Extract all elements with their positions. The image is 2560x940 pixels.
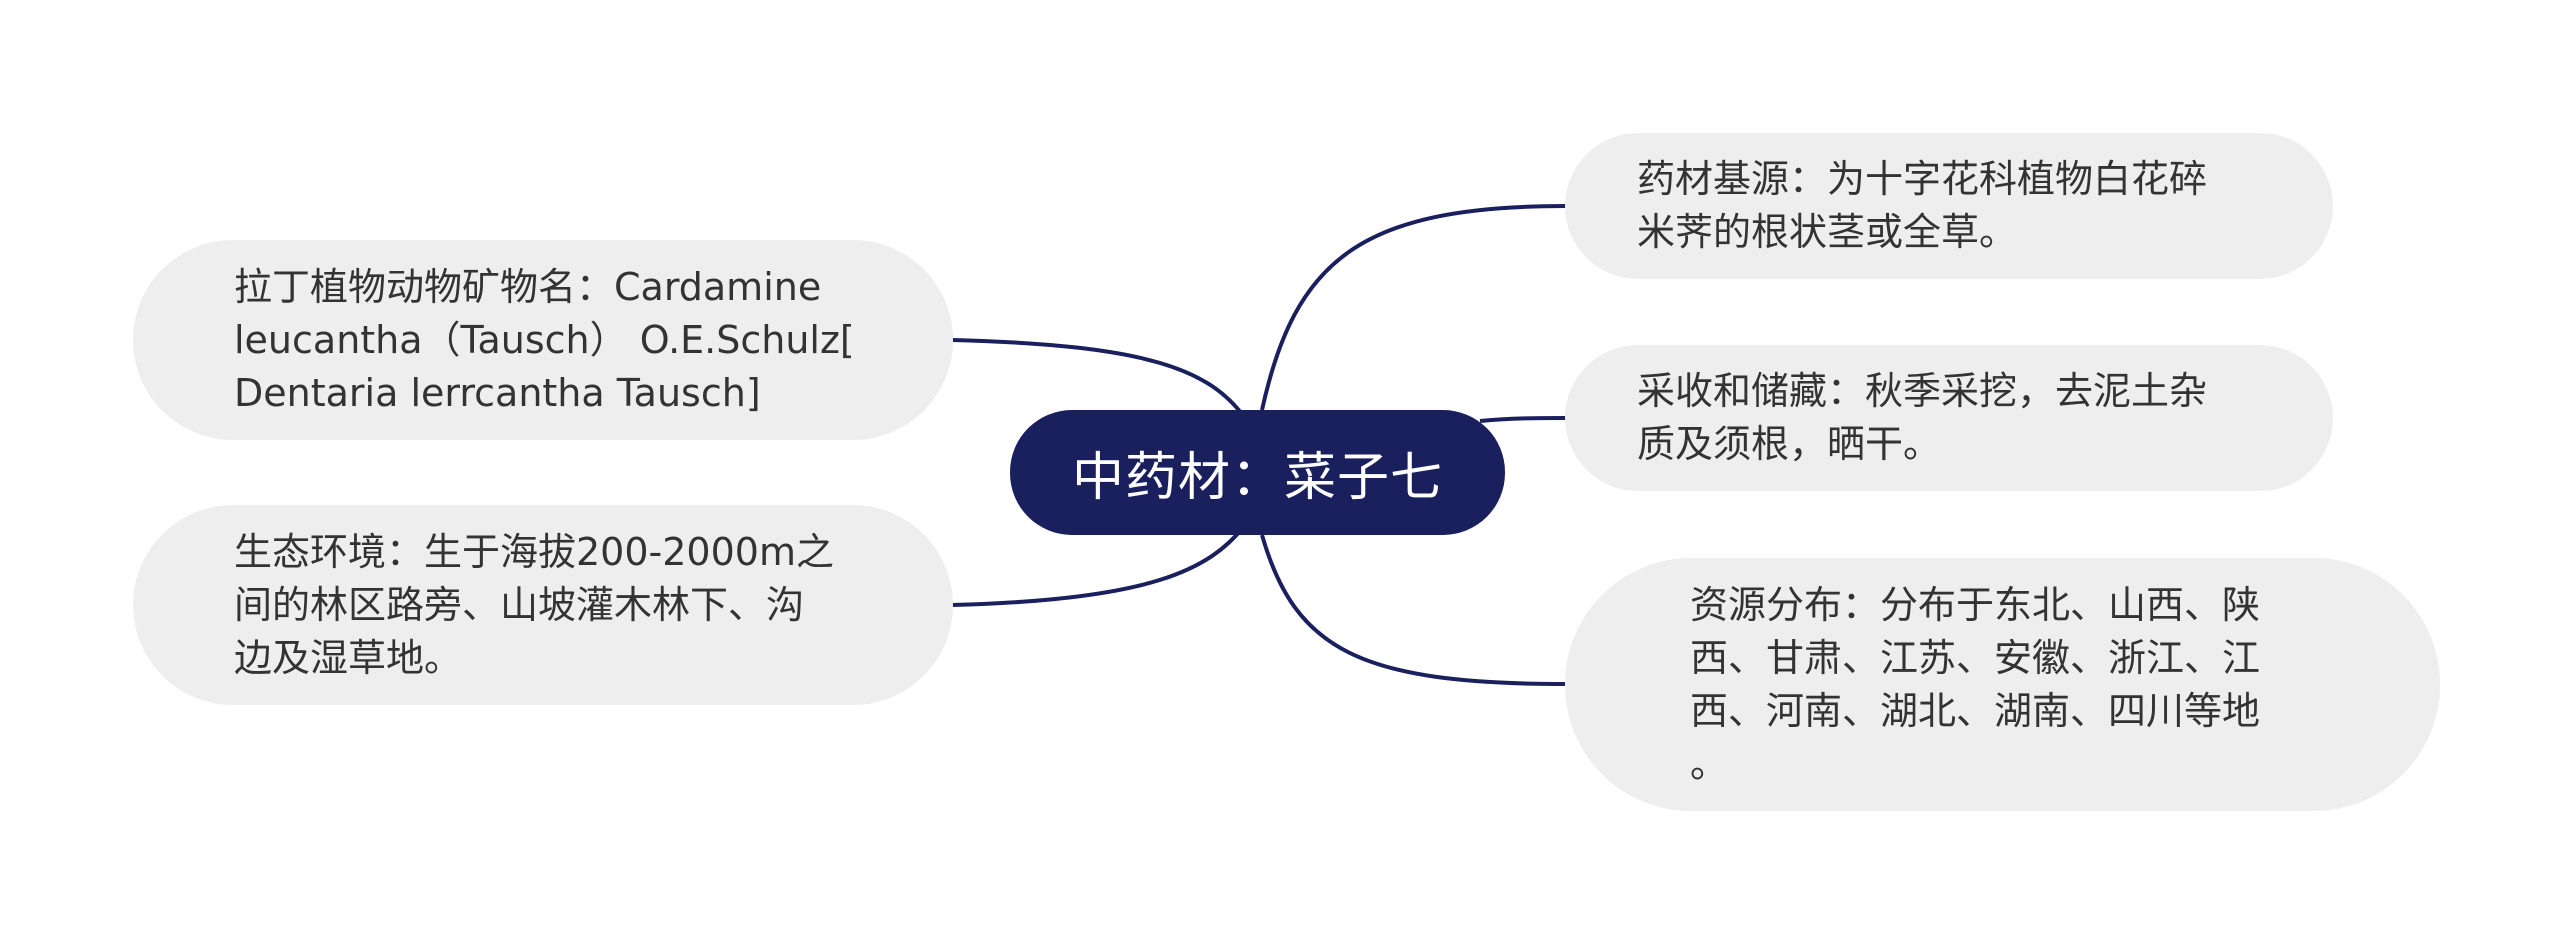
node-harvest-text: 采收和储藏：秋季采挖，去泥土杂 质及须根，晒干。 <box>1637 369 2208 466</box>
central-topic-label: 中药材：菜子七 <box>1071 448 1443 508</box>
connector-harvest <box>1479 416 1567 423</box>
node-latin-name[interactable]: 拉丁植物动物矿物名：Cardamine leucantha（Tausch） O.… <box>133 240 953 440</box>
node-distribution-text: 资源分布：分布于东北、山西、陕 西、甘肃、江苏、安徽、浙江、江 西、河南、湖北、… <box>1690 582 2261 786</box>
node-habitat[interactable]: 生态环境：生于海拔200-2000m之 间的林区路旁、山坡灌木林下、沟 边及湿草… <box>133 505 953 705</box>
connector-source <box>1260 204 1567 411</box>
node-harvest[interactable]: 采收和储藏：秋季采挖，去泥土杂 质及须根，晒干。 <box>1565 345 2333 491</box>
connector-latin <box>951 338 1247 420</box>
connector-habitat <box>951 523 1247 607</box>
node-source-text: 药材基源：为十字花科植物白花碎 米荠的根状茎或全草。 <box>1637 157 2208 254</box>
node-latin-name-text: 拉丁植物动物矿物名：Cardamine leucantha（Tausch） O.… <box>234 264 855 415</box>
connector-distribution <box>1260 534 1567 686</box>
node-habitat-text: 生态环境：生于海拔200-2000m之 间的林区路旁、山坡灌木林下、沟 边及湿草… <box>234 529 834 680</box>
central-topic[interactable]: 中药材：菜子七 <box>1010 410 1505 535</box>
node-source[interactable]: 药材基源：为十字花科植物白花碎 米荠的根状茎或全草。 <box>1565 133 2333 279</box>
node-distribution[interactable]: 资源分布：分布于东北、山西、陕 西、甘肃、江苏、安徽、浙江、江 西、河南、湖北、… <box>1565 558 2440 811</box>
